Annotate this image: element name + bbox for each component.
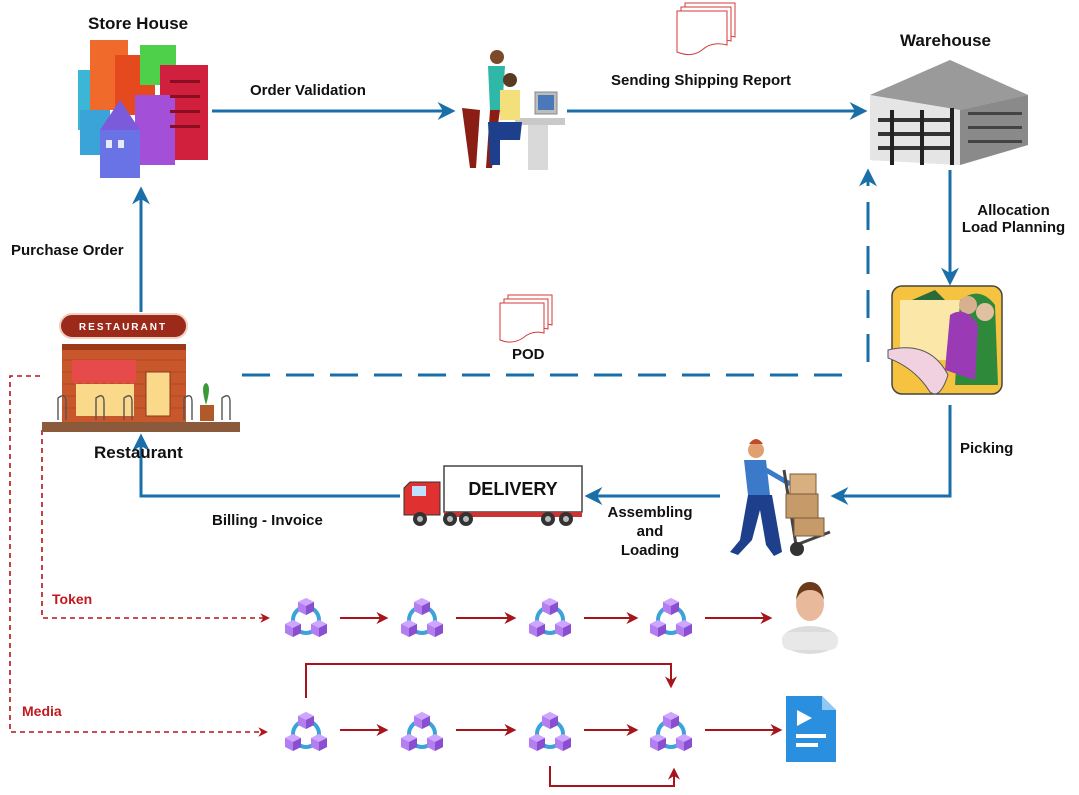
office-workers-icon xyxy=(462,50,565,170)
worker-hand-truck-icon xyxy=(730,439,831,556)
sending-shipping-report-label: Sending Shipping Report xyxy=(611,72,791,89)
delivery-truck-label: DELIVERY xyxy=(468,479,557,499)
purchase-order-label: Purchase Order xyxy=(11,242,124,259)
token-block-3 xyxy=(529,598,571,637)
media-chain xyxy=(285,663,783,787)
pod-document-icon xyxy=(499,294,553,343)
user-avatar-icon xyxy=(782,582,838,654)
edge-picking xyxy=(830,405,952,505)
edge-billing xyxy=(132,433,400,498)
media-link-top xyxy=(305,663,677,698)
token-block-4 xyxy=(650,598,692,637)
allocation-label: Allocation Load Planning xyxy=(956,202,1071,236)
allocation-label-line2: Load Planning xyxy=(961,219,1066,236)
media-block-4 xyxy=(650,712,692,751)
picking-planning-icon xyxy=(887,285,1003,395)
warehouse-icon xyxy=(870,60,1028,165)
assembling-label-line2: and xyxy=(636,523,664,540)
delivery-truck-icon xyxy=(403,465,583,526)
media-file-icon xyxy=(786,696,836,762)
token-chain xyxy=(285,598,773,637)
media-link-bottom xyxy=(549,766,680,787)
picking-label: Picking xyxy=(960,440,1014,457)
shipping-report-document-icon xyxy=(676,2,736,56)
pod-label: POD xyxy=(512,346,545,363)
restaurant-sign-text: RESTAURANT xyxy=(79,322,167,333)
restaurant-icon xyxy=(42,313,240,432)
store-house-icon xyxy=(78,40,208,178)
assembling-label-line1: Assembling xyxy=(607,504,693,521)
warehouse-label: Warehouse xyxy=(900,31,992,50)
edge-media-dashed xyxy=(9,375,268,737)
token-block-2 xyxy=(401,598,443,637)
store-house-label: Store House xyxy=(88,14,189,33)
media-block-1 xyxy=(285,712,327,751)
assembling-label: Assembling and Loading xyxy=(600,503,700,560)
assembling-label-line3: Loading xyxy=(620,542,680,559)
token-label: Token xyxy=(52,591,93,607)
restaurant-label: Restaurant xyxy=(94,443,183,462)
media-block-2 xyxy=(401,712,443,751)
billing-invoice-label: Billing - Invoice xyxy=(212,512,323,529)
media-block-3 xyxy=(529,712,571,751)
order-validation-label: Order Validation xyxy=(250,82,366,99)
allocation-label-line1: Allocation xyxy=(977,202,1050,219)
token-block-1 xyxy=(285,598,327,637)
media-label: Media xyxy=(22,703,62,719)
